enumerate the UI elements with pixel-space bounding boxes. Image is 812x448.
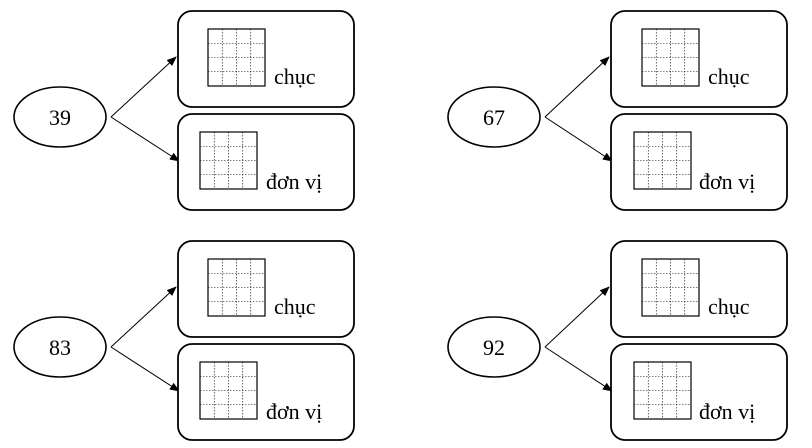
arrow-to-ones	[544, 346, 613, 392]
tens-box	[177, 10, 355, 108]
number-oval	[13, 316, 107, 378]
number-label: 39	[49, 105, 71, 130]
arrow-to-ones	[110, 116, 180, 162]
tens-answer-grid[interactable]	[641, 258, 700, 317]
tens-label: chục	[708, 64, 750, 89]
arrow-to-tens	[544, 286, 610, 348]
problem-67: 67 chục đơn vị	[447, 10, 788, 211]
tens-answer-grid[interactable]	[641, 28, 700, 87]
arrow-to-tens	[544, 56, 610, 118]
ones-label: đơn vị	[266, 399, 322, 424]
arrow-to-ones	[544, 116, 613, 162]
ones-answer-grid[interactable]	[199, 131, 258, 190]
ones-label: đơn vị	[699, 169, 755, 194]
number-oval	[13, 86, 107, 148]
ones-answer-grid[interactable]	[633, 131, 692, 190]
arrow-to-tens	[110, 56, 177, 118]
ones-box	[610, 343, 788, 441]
number-oval	[447, 316, 541, 378]
problem-92: 92 chục đơn vị	[447, 240, 788, 441]
number-oval	[447, 86, 541, 148]
tens-answer-grid[interactable]	[207, 28, 266, 87]
tens-label: chục	[708, 294, 750, 319]
problem-39: 39 chục đơn vị	[13, 10, 355, 211]
arrow-to-ones	[110, 346, 180, 392]
number-label: 92	[483, 335, 505, 360]
tens-box	[177, 240, 355, 338]
tens-label: chục	[274, 294, 316, 319]
ones-answer-grid[interactable]	[199, 361, 258, 420]
ones-box	[610, 113, 788, 211]
ones-label: đơn vị	[699, 399, 755, 424]
number-label: 67	[483, 105, 505, 130]
ones-box	[177, 113, 355, 211]
ones-answer-grid[interactable]	[633, 361, 692, 420]
ones-label: đơn vị	[266, 169, 322, 194]
ones-box	[177, 343, 355, 441]
problem-83: 83 chục đơn vị	[13, 240, 355, 441]
tens-answer-grid[interactable]	[207, 258, 266, 317]
tens-label: chục	[274, 64, 316, 89]
arrow-to-tens	[110, 286, 177, 348]
number-label: 83	[49, 335, 71, 360]
